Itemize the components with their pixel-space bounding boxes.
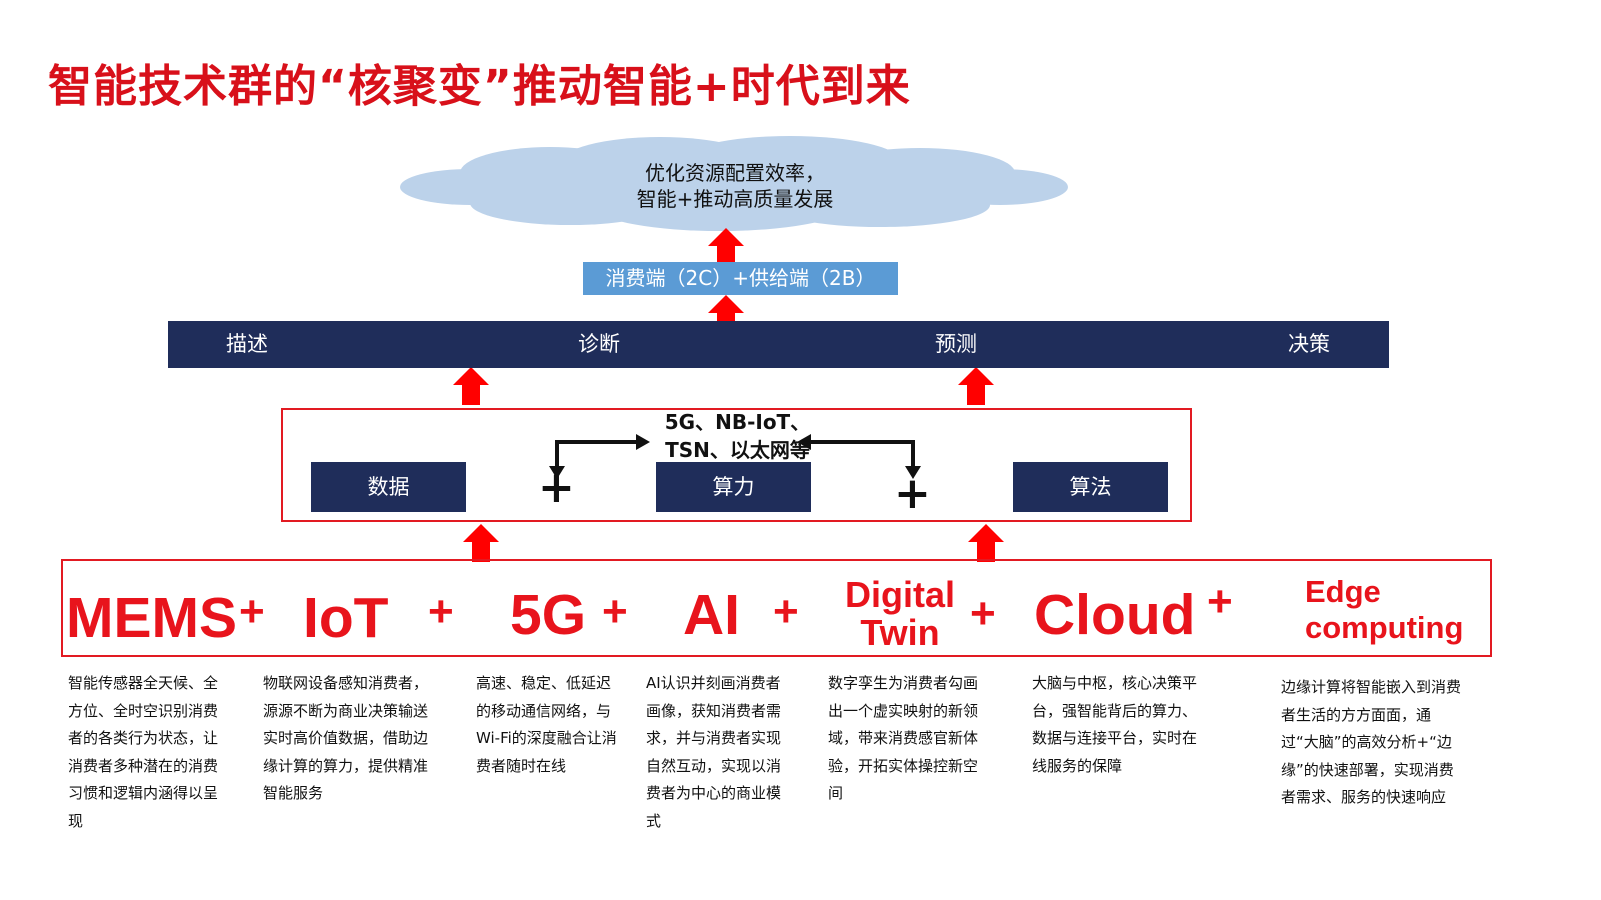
arrow-up-icon	[708, 295, 744, 328]
tech-ai: AI	[683, 583, 740, 647]
desc-digital-twin: 数字孪生为消费者勾画出一个虚实映射的新领域，带来消费感官新体验，开拓实体操控新空…	[828, 674, 979, 802]
arrow-right-icon	[636, 434, 650, 450]
arrow-up-icon	[453, 367, 489, 405]
up-arrows	[453, 228, 1004, 562]
desc-iot: 物联网设备感知消费者，源源不断为商业决策输送实时高价值数据，借助边缘计算的算力，…	[263, 674, 429, 802]
tech-edge-line-2: computing	[1305, 610, 1464, 645]
plus-icon: +	[1207, 577, 1233, 626]
tech-digital-twin-line-2: Twin	[860, 612, 940, 653]
data-box: 数据	[311, 462, 466, 512]
arrow-up-icon	[968, 524, 1004, 562]
core-box	[281, 408, 1192, 522]
tech-edge-computing: Edge computing	[1305, 574, 1463, 646]
arrow-left-icon	[797, 434, 811, 450]
algorithm-box: 算法	[1013, 462, 1168, 512]
network-connectors	[555, 440, 915, 473]
arrow-up-icon	[463, 524, 499, 562]
connector-heads	[549, 434, 921, 479]
consumer-supply-box: 消费端（2C）+供给端（2B）	[583, 262, 898, 295]
arrow-down-icon	[905, 466, 921, 479]
plus-icon: +	[970, 589, 996, 638]
plus-icon: +	[239, 587, 265, 636]
tech-5g: 5G	[510, 583, 587, 647]
tech-digital-twin-line-1: Digital	[845, 574, 956, 615]
desc-5g: 高速、稳定、低延迟的移动通信网络，与Wi-Fi的深度融合让消费者随时在线	[476, 674, 617, 775]
cloud-text: 优化资源配置效率， 智能+推动高质量发展	[520, 160, 950, 212]
desc-edge-computing: 边缘计算将智能嵌入到消费者生活的方方面面，通过“大脑”的高效分析+“边缘”的快速…	[1281, 678, 1462, 806]
cloud-line-1: 优化资源配置效率，	[645, 161, 825, 185]
tech-cloud: Cloud	[1034, 583, 1196, 647]
stage-bar	[168, 321, 1389, 368]
stage-diagnose: 诊断	[578, 332, 620, 356]
tech-mems: MEMS	[66, 586, 237, 650]
plus-icon: +	[538, 462, 575, 513]
plus-icon: +	[894, 468, 931, 519]
compute-box: 算力	[656, 462, 811, 512]
network-text: 5G、NB-IoT、 TSN、以太网等	[640, 408, 835, 464]
arrow-up-icon	[708, 228, 744, 262]
stage-decide: 决策	[1288, 332, 1330, 356]
stage-describe: 描述	[226, 332, 268, 356]
plus-icon: +	[602, 587, 628, 636]
page-title: 智能技术群的“核聚变”推动智能+时代到来	[48, 61, 911, 112]
desc-mems: 智能传感器全天候、全方位、全时空识别消费者的各类行为状态，让消费者多种潜在的消费…	[68, 674, 219, 830]
network-line-2: TSN、以太网等	[665, 438, 810, 462]
plus-icon: +	[428, 587, 454, 636]
plus-icon: +	[773, 587, 799, 636]
tech-iot: IoT	[303, 586, 389, 650]
desc-cloud: 大脑与中枢，核心决策平台，强智能背后的算力、数据与连接平台，实时在线服务的保障	[1032, 674, 1198, 775]
cloud-line-2: 智能+推动高质量发展	[636, 187, 834, 211]
tech-box	[61, 559, 1492, 657]
desc-ai: AI认识并刻画消费者画像，获知消费者需求，并与消费者实现自然互动，实现以消费者为…	[646, 674, 782, 830]
tech-edge-line-1: Edge	[1305, 574, 1381, 609]
arrow-up-icon	[958, 367, 994, 405]
cloud-shape	[400, 136, 1068, 231]
stage-predict: 预测	[935, 332, 977, 356]
network-line-1: 5G、NB-IoT、	[664, 410, 811, 434]
tech-digital-twin: Digital Twin	[845, 576, 955, 652]
arrow-down-icon	[549, 466, 565, 479]
